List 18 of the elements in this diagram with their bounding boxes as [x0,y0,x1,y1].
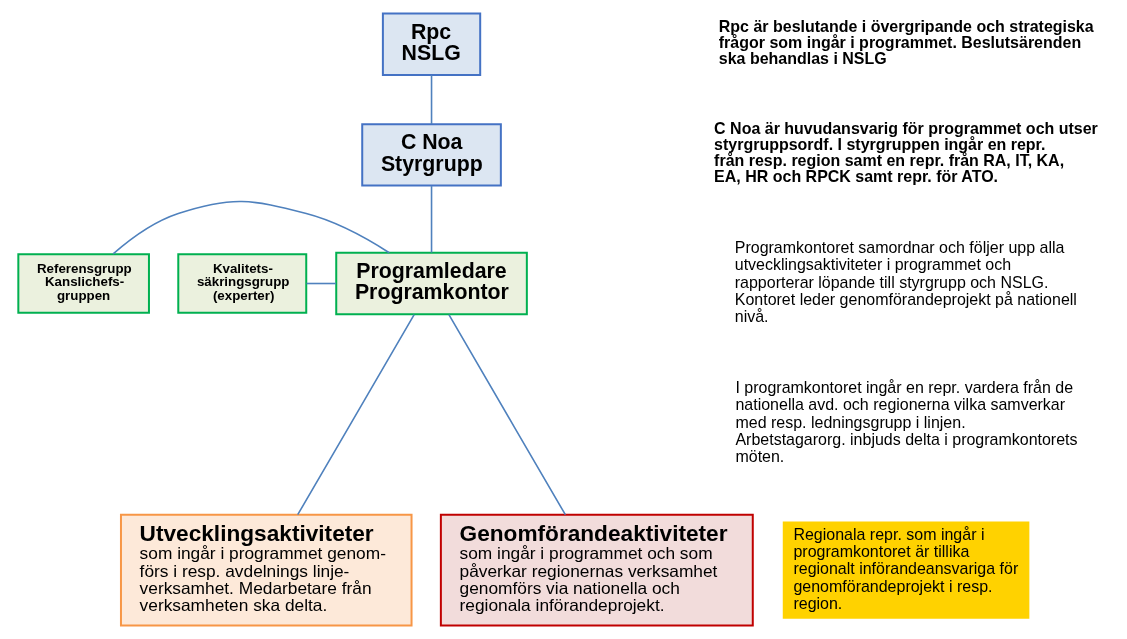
node-box: Genomförandeaktiviteter som ingår i programmet och som påverkar regionernas verksamhet genomförs via nationella och regionala införandeprojekt. [439,513,754,627]
label: C Noa är huvudansvarig för programmet och utser styrgruppsordf. I styrgruppen ingår en repr. från resp. region samt en repr. från RA, IT, KA, EA, HR och RPCK samt repr. för ATO. [714,120,1098,186]
node-box: Referensgrupp Kanslichefs- gruppen [17,253,150,314]
connector [448,313,567,516]
node-box: Utvecklingsaktiviteter som ingår i programmet genom- förs i resp. avdelnings linje- verksamhet. Medarbetare från verksamheten ska delta. [119,513,413,627]
label: Regionala repr. som ingår i programkontoret är tillika regionalt införandeansvariga för genomförandeprojekt i resp. region. [793,525,1019,612]
node-box: Programledare Programkontor [335,251,528,316]
label: I programkontoret ingår en repr. vardera från de nationella avd. och regionerna vilka samverkar med resp. ledningsgrupp i linjen. Arbetstagarorg. inbjuds delta i programkontorets möten. [735,378,1078,466]
connector [430,74,433,125]
connector [305,282,337,285]
connector [296,313,415,516]
label: Programkontoret samordnar och följer upp alla utvecklingsaktiviteter i programmet och rapporterar löpande till styrgrupp och NSLG. Kontoret leder genomförandeprojekt på nationell nivå. [734,238,1077,326]
label: Rpc är beslutande i övergripande och strategiska frågor som ingår i programmet. Beslutsärenden ska behandlas i NSLG [718,17,1094,67]
connector [112,200,391,255]
node-box: C Noa Styrgrupp [361,123,502,187]
node-box: Rpc NSLG [381,12,482,76]
node-box: Kvalitets- säkringsgrupp (experter) [177,253,308,314]
connector [430,185,433,254]
